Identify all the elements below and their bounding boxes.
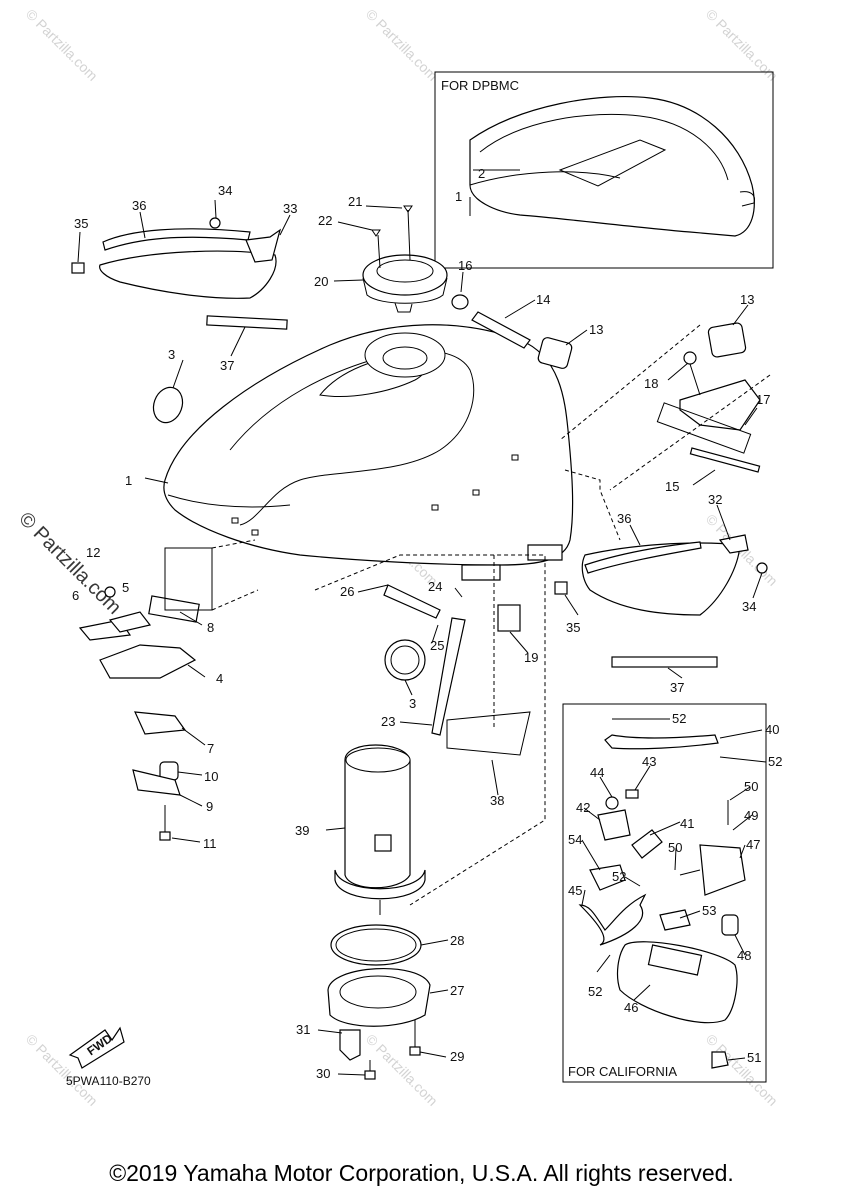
callout-23: 23 bbox=[381, 714, 395, 729]
callout-8: 8 bbox=[207, 620, 214, 635]
dpbmc-inset: FOR DPBMC bbox=[434, 71, 774, 269]
california-label: FOR CALIFORNIA bbox=[568, 1064, 677, 1079]
callout-26: 26 bbox=[340, 584, 354, 599]
callout-24: 24 bbox=[428, 579, 442, 594]
callout-3: 3 bbox=[168, 347, 175, 362]
fuel-tank bbox=[163, 324, 574, 566]
fwd-arrow: FWD bbox=[68, 1026, 125, 1069]
callout-10: 10 bbox=[204, 769, 218, 784]
callout-27: 27 bbox=[450, 983, 464, 998]
callout-52: 52 bbox=[612, 869, 626, 884]
left-side-cover bbox=[71, 217, 288, 330]
callout-15: 15 bbox=[665, 479, 679, 494]
fuel-pump bbox=[334, 744, 426, 915]
callout-13: 13 bbox=[740, 292, 754, 307]
callout-7: 7 bbox=[207, 741, 214, 756]
callout-36: 36 bbox=[617, 511, 631, 526]
callout-52: 52 bbox=[672, 711, 686, 726]
callout-37: 37 bbox=[670, 680, 684, 695]
dpbmc-tank-cover bbox=[469, 96, 755, 237]
callout-51: 51 bbox=[747, 1050, 761, 1065]
callout-9: 9 bbox=[206, 799, 213, 814]
callout-12: 12 bbox=[86, 545, 100, 560]
callout-13: 13 bbox=[589, 322, 603, 337]
callout-19: 19 bbox=[524, 650, 538, 665]
callout-1: 1 bbox=[455, 189, 462, 204]
watermark: © Partzilla.com bbox=[23, 6, 101, 84]
callout-22: 22 bbox=[318, 213, 332, 228]
callout-50: 50 bbox=[668, 840, 682, 855]
callout-18: 18 bbox=[644, 376, 658, 391]
callout-2: 2 bbox=[478, 166, 485, 181]
callout-5: 5 bbox=[122, 580, 129, 595]
right-side-cover bbox=[554, 469, 768, 668]
callout-41: 41 bbox=[680, 816, 694, 831]
callout-4: 4 bbox=[216, 671, 223, 686]
callout-39: 39 bbox=[295, 823, 309, 838]
leader-lines bbox=[77, 199, 767, 1076]
callout-45: 45 bbox=[568, 883, 582, 898]
callout-48: 48 bbox=[737, 948, 751, 963]
callout-30: 30 bbox=[316, 1066, 330, 1081]
dpbmc-label: FOR DPBMC bbox=[441, 78, 519, 93]
callout-40: 40 bbox=[765, 722, 779, 737]
callout-1: 1 bbox=[125, 473, 132, 488]
callout-35: 35 bbox=[74, 216, 88, 231]
callout-31: 31 bbox=[296, 1022, 310, 1037]
center-fittings bbox=[152, 386, 563, 906]
watermark: © Partzilla.com bbox=[363, 6, 441, 84]
watermark: © Partzilla.com bbox=[703, 1031, 781, 1109]
callout-38: 38 bbox=[490, 793, 504, 808]
callout-11: 11 bbox=[203, 836, 217, 851]
callout-labels: 1 1 2 3 3 4 5 6 7 8 9 10 11 12 13 13 14 … bbox=[72, 166, 782, 1081]
callout-43: 43 bbox=[642, 754, 656, 769]
callout-42: 42 bbox=[576, 800, 590, 815]
callout-20: 20 bbox=[314, 274, 328, 289]
callout-53: 53 bbox=[702, 903, 716, 918]
diagram-code: 5PWA110-B270 bbox=[66, 1074, 151, 1088]
callout-34: 34 bbox=[742, 599, 756, 614]
callout-14: 14 bbox=[536, 292, 550, 307]
callout-37: 37 bbox=[220, 358, 234, 373]
callout-54: 54 bbox=[568, 832, 582, 847]
callout-32: 32 bbox=[708, 492, 722, 507]
copyright-notice: ©2019 Yamaha Motor Corporation, U.S.A. A… bbox=[109, 1160, 734, 1186]
callout-28: 28 bbox=[450, 933, 464, 948]
watermark: © Partzilla.com bbox=[14, 508, 125, 619]
grommets bbox=[451, 294, 747, 369]
left-mount-parts bbox=[78, 539, 259, 841]
callout-6: 6 bbox=[72, 588, 79, 603]
rear-bracket bbox=[559, 324, 771, 491]
pump-gaskets bbox=[327, 924, 431, 1080]
callout-25: 25 bbox=[430, 638, 444, 653]
callout-46: 46 bbox=[624, 1000, 638, 1015]
fuel-cap bbox=[362, 205, 448, 313]
callout-21: 21 bbox=[348, 194, 362, 209]
callout-52: 52 bbox=[768, 754, 782, 769]
callout-36: 36 bbox=[132, 198, 146, 213]
california-inset: FOR CALIFORNIA bbox=[562, 703, 767, 1083]
callout-3: 3 bbox=[409, 696, 416, 711]
callout-47: 47 bbox=[746, 837, 760, 852]
callout-16: 16 bbox=[458, 258, 472, 273]
callout-34: 34 bbox=[218, 183, 232, 198]
callout-17: 17 bbox=[756, 392, 770, 407]
watermark: © Partzilla.com bbox=[363, 1031, 441, 1109]
callout-50: 50 bbox=[744, 779, 758, 794]
callout-52: 52 bbox=[588, 984, 602, 999]
callout-44: 44 bbox=[590, 765, 604, 780]
callout-35: 35 bbox=[566, 620, 580, 635]
callout-29: 29 bbox=[450, 1049, 464, 1064]
callout-33: 33 bbox=[283, 201, 297, 216]
callout-49: 49 bbox=[744, 808, 758, 823]
